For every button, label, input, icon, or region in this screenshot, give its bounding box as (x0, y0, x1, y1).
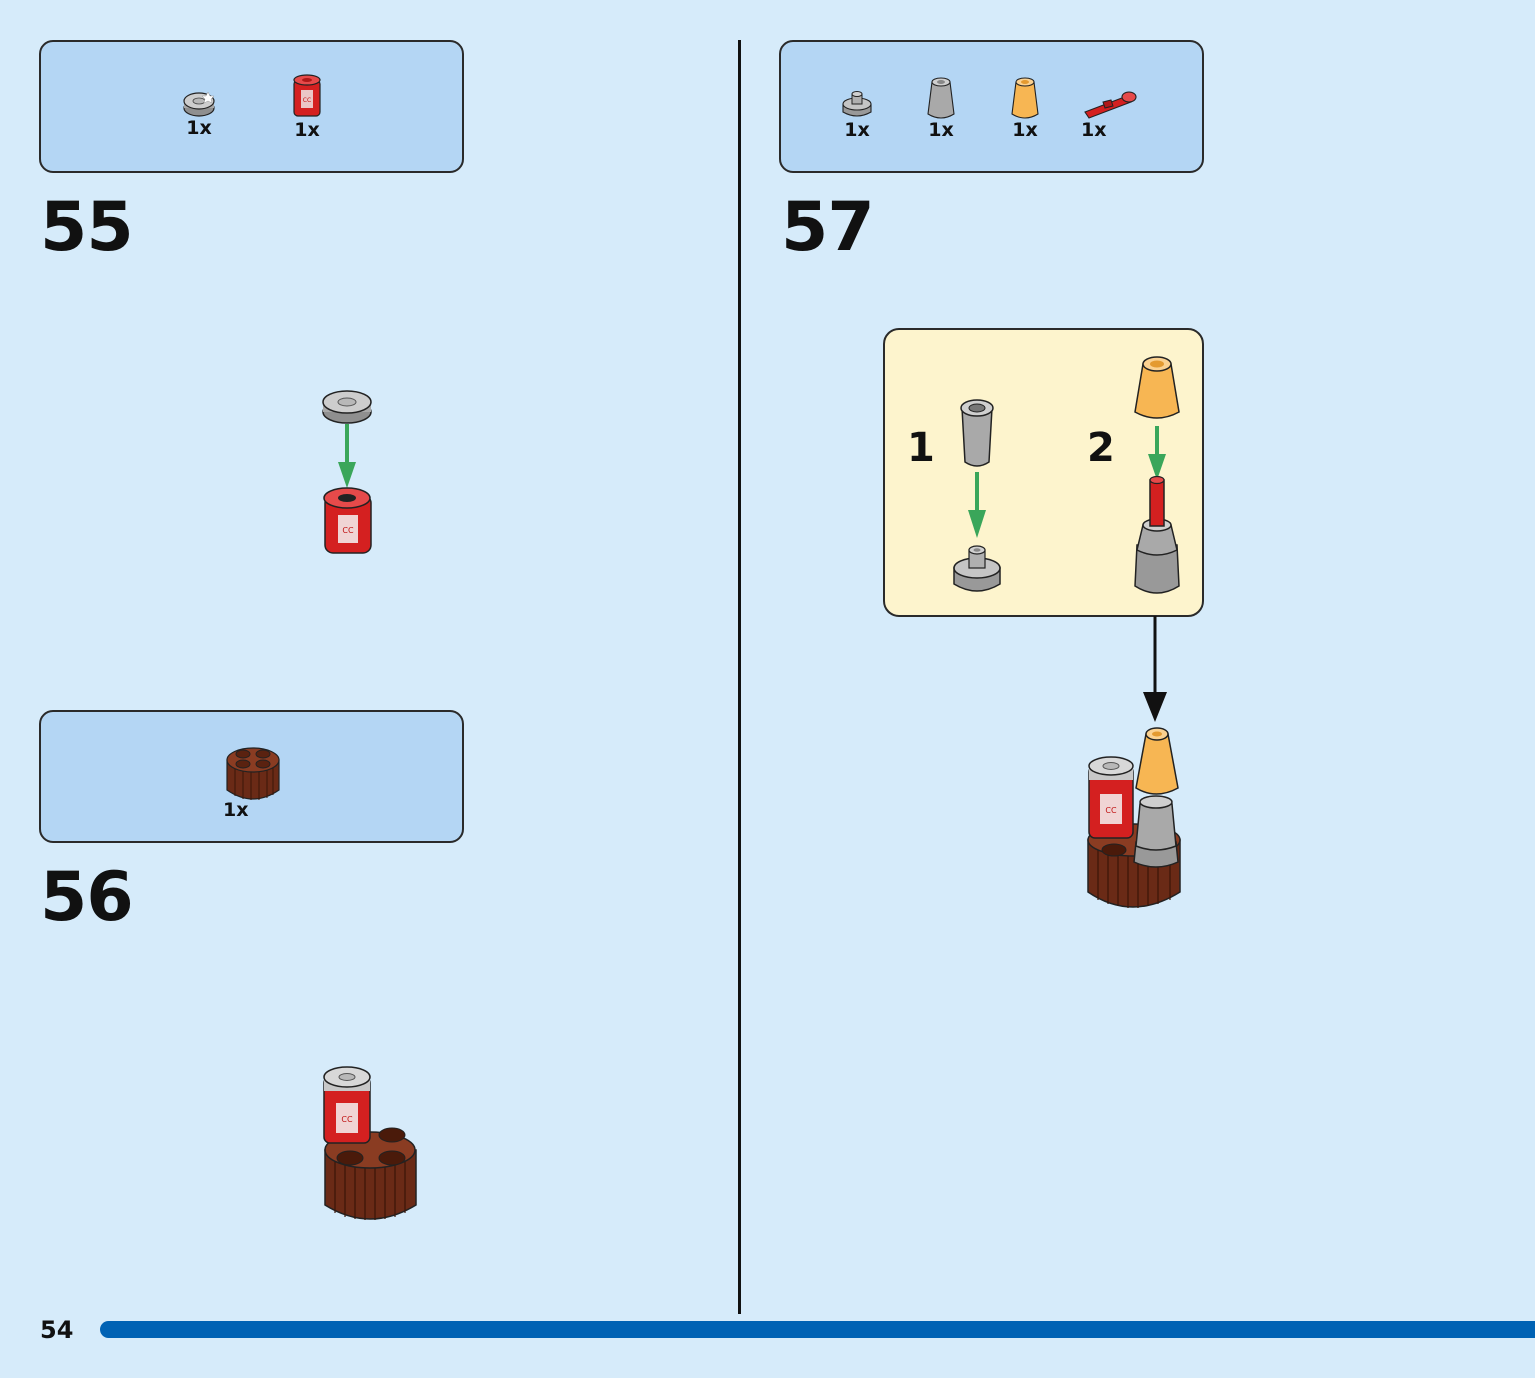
round-plate-icon (842, 91, 872, 117)
substep-box: 1 2 (883, 328, 1204, 617)
svg-text:CC: CC (303, 97, 311, 104)
red-bar-icon (1084, 91, 1137, 119)
page-number: 54 (40, 1316, 74, 1344)
part-qty: 1x (186, 117, 212, 139)
parts-list-step-57: 1x 1x 1x 1x (779, 40, 1204, 173)
grey-tile-icon (322, 390, 372, 424)
page-progress-bar (100, 1321, 1535, 1338)
substep-2-illustration (1134, 356, 1180, 594)
round-tile-icon (183, 91, 215, 117)
step-57-assembly: CC (1087, 727, 1181, 908)
svg-text:CC: CC (341, 1115, 353, 1124)
black-arrow-icon (1143, 616, 1167, 722)
step-55-assembly: CC (322, 390, 372, 554)
red-can-icon: CC (323, 487, 372, 554)
part-qty: 1x (223, 799, 249, 821)
page-divider (738, 40, 741, 1314)
part-qty: 1x (294, 119, 320, 141)
red-can-icon: CC (323, 1066, 371, 1144)
parts-list-step-56: 1x (39, 710, 464, 843)
orange-cone-icon (1011, 77, 1039, 119)
part-qty: 1x (1081, 119, 1107, 141)
lamp-stack-icon (1133, 727, 1179, 868)
step-number: 56 (40, 858, 134, 937)
brown-round-brick-icon (324, 1127, 417, 1220)
part-cone-grey: 1x (901, 70, 981, 140)
parts-list-step-55: 1x CC 1x (39, 40, 464, 173)
substep-number: 1 (907, 425, 935, 471)
grey-cone-icon (960, 399, 994, 467)
substep-number: 2 (1087, 425, 1115, 471)
brown-round-brick-icon (226, 747, 280, 800)
part-bar-red: 1x (1071, 80, 1151, 140)
grey-cone-icon (927, 77, 955, 119)
part-qty: 1x (928, 119, 954, 141)
part-qty: 1x (1012, 119, 1038, 141)
red-can-icon: CC (293, 74, 321, 117)
substep-1-illustration (953, 399, 1001, 592)
part-round-plate-grey: 1x (817, 82, 897, 140)
part-qty: 1x (844, 119, 870, 141)
green-arrow-icon (1148, 426, 1166, 480)
green-arrow-icon (968, 472, 986, 538)
step-number: 57 (781, 188, 875, 267)
green-arrow-icon (338, 424, 356, 488)
part-round-brick-red: CC 1x (267, 72, 347, 140)
part-round-brick-brown: 1x (213, 730, 293, 820)
svg-text:CC: CC (1105, 806, 1117, 815)
round-plate-icon (953, 545, 1001, 592)
step-number: 55 (40, 188, 134, 267)
orange-cone-icon (1134, 356, 1180, 419)
svg-text:CC: CC (342, 526, 354, 535)
step-56-assembly: CC (323, 1066, 417, 1220)
part-round-tile-grey: 1x (159, 84, 239, 138)
red-can-icon: CC (1088, 756, 1134, 839)
part-cone-orange: 1x (985, 70, 1065, 140)
grey-cone-with-red-bar-icon (1134, 475, 1180, 594)
